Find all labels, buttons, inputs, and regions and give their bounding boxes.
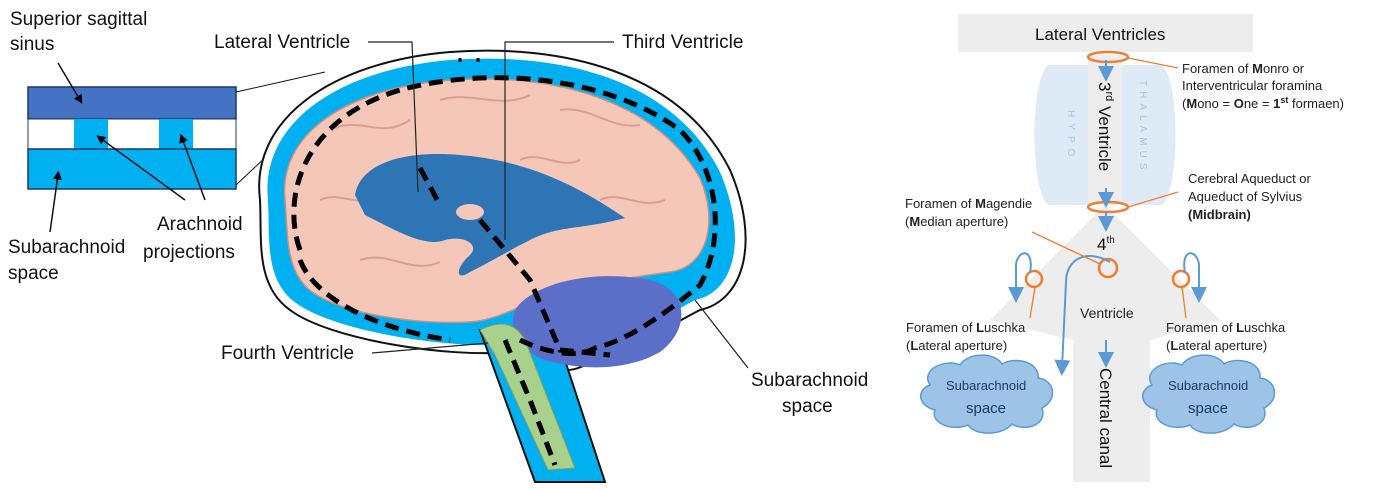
hypo-label: HYPO xyxy=(1065,110,1076,162)
subarachnoid-cloud-right xyxy=(1143,355,1275,433)
magendie-label-2: (Median aperture) xyxy=(905,214,1008,229)
luschka-left-1: Foramen of Luschka xyxy=(906,320,1026,335)
arachnoid-projection-1 xyxy=(74,119,108,151)
aqueduct-label-2: Aqueduct of Sylvius xyxy=(1188,189,1303,204)
label-superior-sagittal-1: Superior sagittal xyxy=(10,9,147,30)
central-canal-label: Central canal xyxy=(1096,368,1115,468)
cloud-right-label-2: space xyxy=(1188,400,1228,417)
label-subarachnoid-right-1: Subarachnoid xyxy=(751,370,868,391)
magendie-label-1: Foramen of Magendie xyxy=(905,196,1032,211)
label-lateral-ventricle: Lateral Ventricle xyxy=(214,32,350,53)
monro-label-1: Foramen of Monro or xyxy=(1182,61,1305,76)
brain-illustration xyxy=(259,42,748,482)
fourth-ventricle-word: Ventricle xyxy=(1080,305,1134,321)
label-subarachnoid-left-1: Subarachnoid xyxy=(8,237,125,258)
aqueduct-label-3: (Midbrain) xyxy=(1188,207,1251,222)
subarachnoid-cloud-left xyxy=(921,355,1053,433)
superior-sagittal-sinus-band xyxy=(28,87,236,119)
label-arachnoid-2: projections xyxy=(143,242,235,263)
label-subarachnoid-left-2: space xyxy=(8,263,59,284)
aqueduct-label-1: Cerebral Aqueduct or xyxy=(1188,171,1312,186)
inset-white-gap xyxy=(28,119,236,149)
label-third-ventricle: Third Ventricle xyxy=(622,32,743,53)
label-arachnoid-1: Arachnoid xyxy=(157,214,243,235)
cloud-right-label-1: Subarachnoid xyxy=(1168,378,1248,393)
monro-label-2: Interventricular foramina xyxy=(1182,78,1323,93)
lateral-ventricles-label: Lateral Ventricles xyxy=(1035,25,1165,44)
cloud-left-label-2: space xyxy=(966,400,1006,417)
arachnoid-projection-2 xyxy=(159,119,193,151)
luschka-left-2: (Lateral aperture) xyxy=(906,338,1007,353)
label-subarachnoid-right-2: space xyxy=(782,396,833,417)
label-superior-sagittal-2: sinus xyxy=(10,34,54,55)
luschka-right-1: Foramen of Luschka xyxy=(1166,320,1286,335)
label-fourth-ventricle: Fourth Ventricle xyxy=(221,343,354,364)
cloud-left-label-1: Subarachnoid xyxy=(946,378,1026,393)
monro-label-3: (Mono = One = 1st formaen) xyxy=(1182,95,1344,111)
subarachnoid-band xyxy=(28,149,236,189)
thalamus-label: THALAMUS xyxy=(1137,80,1148,174)
luschka-right-2: (Lateral aperture) xyxy=(1166,338,1267,353)
